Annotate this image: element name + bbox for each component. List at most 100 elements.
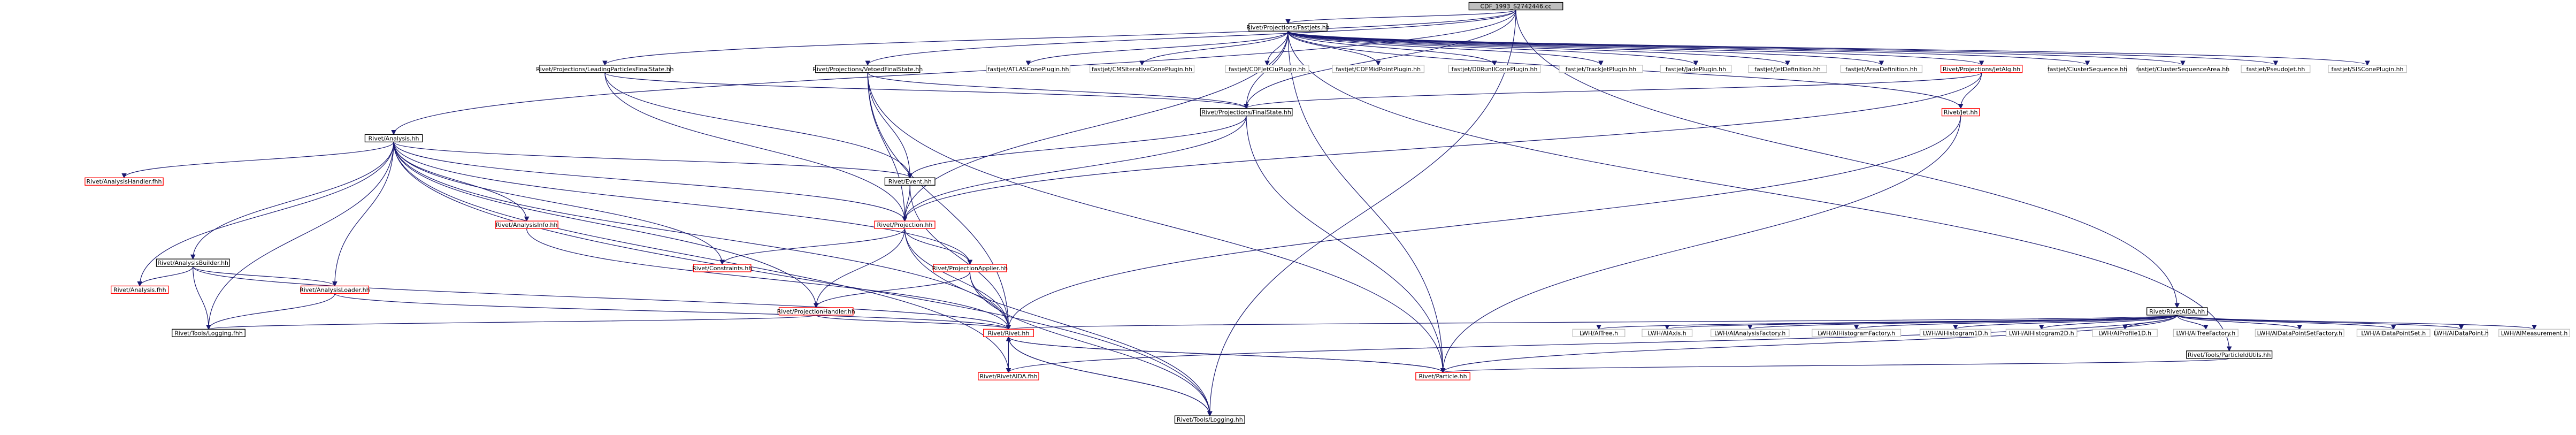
node-atlascone[interactable]: fastjet/ATLASConePlugin.hh bbox=[986, 65, 1071, 73]
edge-projapplier-to-toolslog bbox=[969, 272, 1213, 417]
node-projapplier[interactable]: Rivet/ProjectionApplier.hh bbox=[932, 264, 1008, 272]
node-label: LWH/AIHistogramFactory.h bbox=[1818, 330, 1895, 337]
edge-event-to-rivethh bbox=[909, 185, 1011, 330]
edge-rivetaidahh-to-imeasurement bbox=[2176, 315, 2537, 330]
node-leadpfs[interactable]: Rivet/Projections/LeadingParticlesFinalS… bbox=[536, 65, 674, 73]
edge-finalstate-to-event bbox=[907, 116, 1247, 179]
node-label: Rivet/Tools/ParticleIdUtils.hh bbox=[2188, 352, 2271, 358]
edge-analysisbuilder-to-toolslogfhh bbox=[193, 266, 211, 330]
node-d0runii[interactable]: fastjet/D0RunIIConePlugin.hh bbox=[1448, 65, 1541, 73]
node-projection[interactable]: Rivet/Projection.hh bbox=[874, 220, 936, 229]
node-clseqarea[interactable]: fastjet/ClusterSequenceArea.hh bbox=[2136, 65, 2230, 73]
node-rivetaidahh[interactable]: Rivet/RivetAIDA.hh bbox=[2146, 307, 2208, 316]
edge-projection-to-toolslog bbox=[904, 228, 1213, 417]
node-box bbox=[1248, 23, 1328, 32]
graph-nodes: CDF_1993_S2742446.ccRivet/Projections/Fa… bbox=[85, 2, 2570, 424]
node-iprofile1d[interactable]: LWH/AIProfile1D.h bbox=[2092, 329, 2158, 337]
node-finalstate[interactable]: Rivet/Projections/FinalState.hh bbox=[1200, 108, 1293, 117]
edge-finalstate-to-projection bbox=[902, 116, 1247, 222]
node-idpset[interactable]: LWH/AIDataPointSet.h bbox=[2356, 329, 2431, 337]
edge-fastjets-to-trackjet bbox=[1287, 30, 1604, 66]
node-areadef[interactable]: fastjet/AreaDefinition.hh bbox=[1840, 65, 1923, 73]
node-rivethh[interactable]: Rivet/Rivet.hh bbox=[983, 329, 1034, 337]
node-particle[interactable]: Rivet/Particle.hh bbox=[1415, 372, 1470, 380]
node-jade[interactable]: fastjet/JadePlugin.hh bbox=[1660, 65, 1732, 73]
node-box bbox=[172, 329, 246, 337]
node-box bbox=[1225, 65, 1309, 73]
node-root[interactable]: CDF_1993_S2742446.cc bbox=[1468, 2, 1563, 11]
edge-projapplier-to-projhandler bbox=[813, 271, 970, 309]
node-jetdef[interactable]: fastjet/JetDefinition.hh bbox=[1748, 65, 1827, 73]
node-label: Rivet/ProjectionApplier.hh bbox=[932, 265, 1008, 272]
node-ianalysisfactory[interactable]: LWH/AIAnalysisFactory.h bbox=[1710, 329, 1790, 337]
node-label: LWH/AIHistogram1D.h bbox=[1923, 330, 1988, 337]
node-box bbox=[111, 285, 169, 294]
edge-analysis-to-toolslogfhh bbox=[206, 142, 394, 330]
edge-analysis-to-analysishandler bbox=[121, 142, 394, 179]
node-pseudojet[interactable]: fastjet/PseudoJet.hh bbox=[2241, 65, 2311, 73]
node-label: Rivet/Event.hh bbox=[888, 178, 932, 185]
node-idpsfactory[interactable]: LWH/AIDataPointSetFactory.h bbox=[2255, 329, 2344, 337]
node-jet[interactable]: Rivet/Jet.hh bbox=[1941, 108, 1980, 117]
node-jetalg[interactable]: Rivet/Projections/JetAlg.hh bbox=[1940, 65, 2023, 73]
edge-fastjets-to-pseudojet bbox=[1287, 30, 2278, 66]
edge-fastjets-to-particleidutils bbox=[1287, 31, 2232, 352]
node-cdfjetclu[interactable]: fastjet/CDFJetCluPlugin.hh bbox=[1225, 65, 1309, 73]
node-projhandler[interactable]: Rivet/ProjectionHandler.hh bbox=[777, 307, 855, 316]
node-box bbox=[1840, 65, 1923, 73]
node-box bbox=[2186, 350, 2273, 359]
edge-root-to-rivetaidahh bbox=[1515, 10, 2180, 309]
node-label: Rivet/AnalysisLoader.hh bbox=[300, 286, 370, 293]
edge-particle-to-rivethh bbox=[1006, 336, 1444, 373]
node-label: LWH/AIAnalysisFactory.h bbox=[1714, 330, 1785, 337]
edge-rivetaidahh-to-idpset bbox=[2176, 315, 2396, 330]
node-analysishandler[interactable]: Rivet/AnalysisHandler.fhh bbox=[85, 177, 164, 186]
node-label: LWH/AITreeFactory.h bbox=[2176, 330, 2235, 337]
node-label: Rivet/Particle.hh bbox=[1419, 373, 1467, 380]
node-ihistogram2d[interactable]: LWH/AIHistogram2D.h bbox=[2005, 329, 2077, 337]
edge-rivetaidahh-to-rivetaidafhh bbox=[1006, 315, 2178, 373]
node-box bbox=[1448, 65, 1541, 73]
node-particleidutils[interactable]: Rivet/Tools/ParticleIdUtils.hh bbox=[2186, 350, 2273, 359]
node-itree[interactable]: LWH/AITree.h bbox=[1572, 329, 1626, 337]
node-idpoint[interactable]: LWH/AIDataPoint.h bbox=[2434, 329, 2489, 337]
node-siscone[interactable]: fastjet/SISConePlugin.hh bbox=[2328, 65, 2407, 73]
node-box bbox=[874, 220, 936, 229]
node-box bbox=[2241, 65, 2311, 73]
node-analysisbuilder[interactable]: Rivet/AnalysisBuilder.hh bbox=[156, 258, 230, 267]
edge-root-to-leadpfs bbox=[602, 10, 1516, 66]
edge-finalstate-to-particle bbox=[1246, 116, 1446, 373]
node-box bbox=[978, 372, 1039, 380]
node-box bbox=[1332, 65, 1425, 73]
node-cmsitcone[interactable]: fastjet/CMSIterativeConePlugin.hh bbox=[1089, 65, 1195, 73]
node-clseq[interactable]: fastjet/ClusterSequence.hh bbox=[2048, 65, 2127, 73]
node-analysisfhh[interactable]: Rivet/Analysis.fhh bbox=[111, 285, 169, 294]
edge-leadpfs-to-projection bbox=[604, 72, 908, 222]
edge-fastjets-to-atlascone bbox=[1025, 30, 1289, 66]
node-constraints[interactable]: Rivet/Constraints.hh bbox=[692, 264, 752, 272]
node-box bbox=[778, 307, 854, 316]
node-analysisinfo[interactable]: Rivet/AnalysisInfo.hh bbox=[495, 220, 558, 229]
node-imeasurement[interactable]: LWH/AIMeasurement.h bbox=[2498, 329, 2570, 337]
node-rivetaidafhh[interactable]: Rivet/RivetAIDA.fhh bbox=[978, 372, 1039, 380]
node-analysisloader[interactable]: Rivet/AnalysisLoader.hh bbox=[300, 285, 370, 294]
node-ihistogram1d[interactable]: LWH/AIHistogram1D.h bbox=[1919, 329, 1991, 337]
node-analysis[interactable]: Rivet/Analysis.hh bbox=[364, 134, 423, 142]
edge-fastjets-to-siscone bbox=[1287, 30, 2370, 66]
node-itreefactory[interactable]: LWH/AITreeFactory.h bbox=[2173, 329, 2238, 337]
node-toolslogfhh[interactable]: Rivet/Tools/Logging.fhh bbox=[172, 329, 246, 337]
node-box bbox=[539, 65, 671, 73]
node-fastjets[interactable]: Rivet/Projections/FastJets.hh bbox=[1246, 23, 1330, 32]
node-iaxis[interactable]: LWH/AIAxis.h bbox=[1642, 329, 1693, 337]
edge-root-to-finalstate bbox=[1244, 10, 1516, 109]
node-trackjet[interactable]: fastjet/TrackJetPlugin.hh bbox=[1559, 65, 1643, 73]
node-vetoedfs[interactable]: Rivet/Projections/VetoedFinalState.hh bbox=[812, 65, 923, 73]
node-ihistogramfactory[interactable]: LWH/AIHistogramFactory.h bbox=[1812, 329, 1902, 337]
node-label: fastjet/D0RunIIConePlugin.hh bbox=[1452, 66, 1538, 73]
edge-rivetaidahh-to-ianalysisfactory bbox=[1747, 315, 2178, 330]
node-label: Rivet/Tools/Logging.hh bbox=[1177, 416, 1243, 423]
node-event[interactable]: Rivet/Event.hh bbox=[884, 177, 936, 186]
edge-jetalg-to-jet bbox=[1958, 72, 1982, 109]
node-cdfmidpoint[interactable]: fastjet/CDFMidPointPlugin.hh bbox=[1332, 65, 1425, 73]
node-toolslog[interactable]: Rivet/Tools/Logging.hh bbox=[1174, 415, 1245, 424]
